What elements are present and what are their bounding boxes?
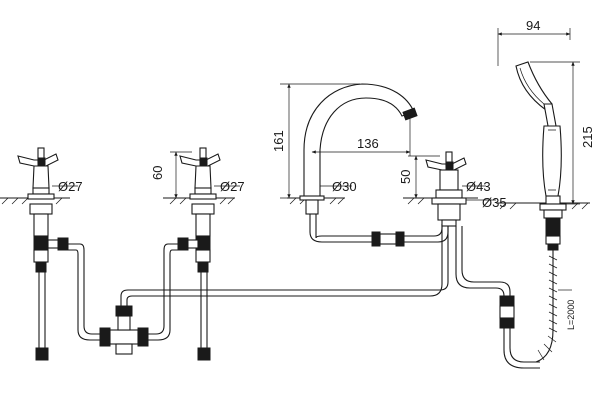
dim-shower-base-diameter: Ø35 xyxy=(482,195,507,210)
shower-supply-pipe xyxy=(455,226,540,369)
dim-diverter-diameter: Ø43 xyxy=(466,179,491,194)
hand-shower xyxy=(515,61,567,363)
dim-handshower-height: 215 xyxy=(580,126,595,148)
dim-handshower-width: 94 xyxy=(526,18,540,33)
dim-spout-diameter: Ø30 xyxy=(332,179,357,194)
left-valve xyxy=(17,147,69,361)
spout xyxy=(299,83,449,247)
dimension-lines xyxy=(52,28,580,291)
diverter-valve xyxy=(425,151,467,227)
dim-spout-reach: 136 xyxy=(357,136,379,151)
dim-spout-height: 161 xyxy=(271,130,286,152)
dim-handle-height: 60 xyxy=(150,166,165,180)
dim-mid-handle-diameter: Ø27 xyxy=(220,179,245,194)
dim-hose-length: L=2000 xyxy=(566,300,576,330)
supply-pipes xyxy=(68,224,449,355)
dim-left-handle-diameter: Ø27 xyxy=(58,179,83,194)
dim-diverter-height: 50 xyxy=(398,170,413,184)
middle-valve xyxy=(177,147,221,361)
